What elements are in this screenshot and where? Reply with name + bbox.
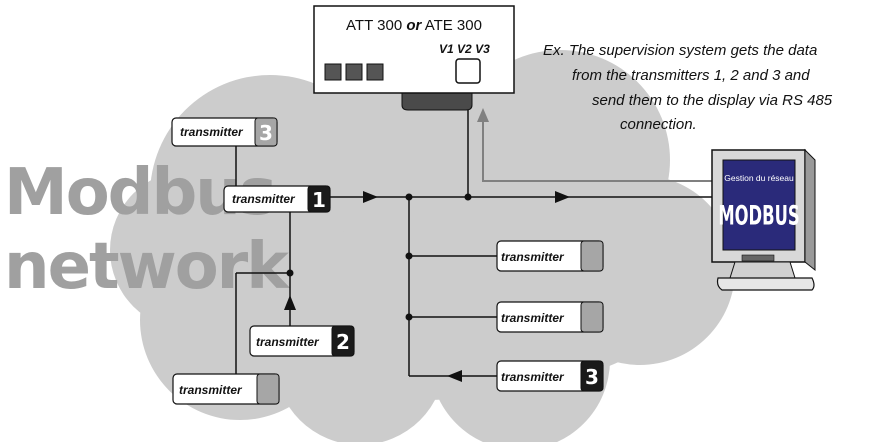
monitor-display: Gestion du réseau MODBUS [711,148,816,291]
svg-text:transmitter: transmitter [232,192,296,206]
svg-text:connection.: connection. [620,116,697,133]
svg-text:transmitter: transmitter [501,311,565,325]
svg-text:transmitter: transmitter [256,335,320,349]
svg-text:transmitter: transmitter [180,125,244,139]
example-note: Ex. The supervision system gets the data… [543,42,833,133]
transmitter-node: transmitter [496,240,604,272]
svg-text:1: 1 [312,188,326,212]
svg-text:from the transmitters 1, 2 and: from the transmitters 1, 2 and 3 and [572,67,810,84]
transmitter-node: transmitter 3 [496,360,604,392]
svg-text:transmitter: transmitter [501,370,565,384]
svg-text:transmitter: transmitter [179,383,243,397]
svg-text:transmitter: transmitter [501,250,565,264]
att-title: ATT 300 or ATE 300 [346,17,482,34]
transmitter-node: transmitter [496,301,604,333]
transmitter-node: transmitter 3 [171,117,278,147]
svg-text:send them to the display via R: send them to the display via RS 485 [592,92,833,109]
flow-arrows [284,191,570,382]
transmitter-node: transmitter 2 [249,325,355,357]
svg-text:2: 2 [336,330,350,354]
transmitter-node: transmitter [172,373,280,405]
svg-text:Ex. The supervision system get: Ex. The supervision system gets the data [543,42,817,59]
transmitter-node: transmitter 1 [223,185,331,213]
svg-text:3: 3 [259,121,273,145]
att-ate-device: ATT 300 or ATE 300 V1 V2 V3 [313,5,515,111]
network-title-line2: network [4,230,290,304]
return-arrow [477,108,489,122]
svg-text:3: 3 [585,365,599,389]
return-wire [482,122,712,182]
monitor-modbus-text: MODBUS [718,202,799,232]
voltage-labels: V1 V2 V3 [439,42,490,56]
monitor-caption: Gestion du réseau [724,173,794,183]
junction-dots [286,193,472,321]
